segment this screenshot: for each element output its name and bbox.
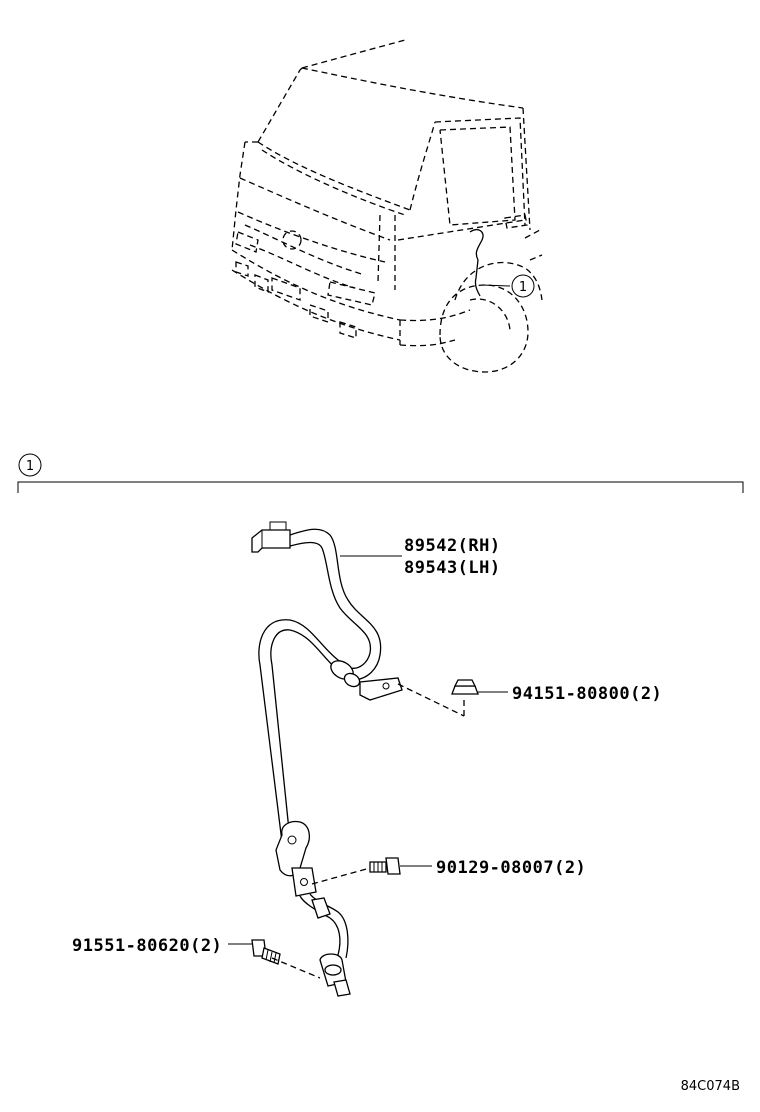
flange-nut-icon [451, 679, 479, 695]
upper-bolt-icon [369, 857, 401, 875]
part-label-bolt-upper: 90129-08007(2) [436, 858, 586, 878]
part-label-sensor-lh: 89543(LH) [404, 558, 501, 578]
abs-speed-sensor-harness [251, 521, 403, 997]
part-label-nut: 94151-80800(2) [512, 684, 662, 704]
harness-clamp [275, 820, 311, 877]
section-callout-number: 1 [26, 459, 34, 474]
overview-callout-number: 1 [519, 280, 527, 295]
leader-lines [228, 555, 508, 979]
illustration-code: 84C074B [681, 1079, 740, 1094]
lower-bolt-icon [251, 939, 281, 965]
part-label-sensor-rh: 89542(RH) [404, 536, 501, 556]
section-header: 1 [17, 453, 744, 493]
truck-overview-illustration: 1 [231, 39, 543, 373]
harness-bracket-upper [359, 677, 403, 701]
harness-connector [251, 529, 291, 553]
part-label-bolt-lower: 91551-80620(2) [72, 936, 222, 956]
